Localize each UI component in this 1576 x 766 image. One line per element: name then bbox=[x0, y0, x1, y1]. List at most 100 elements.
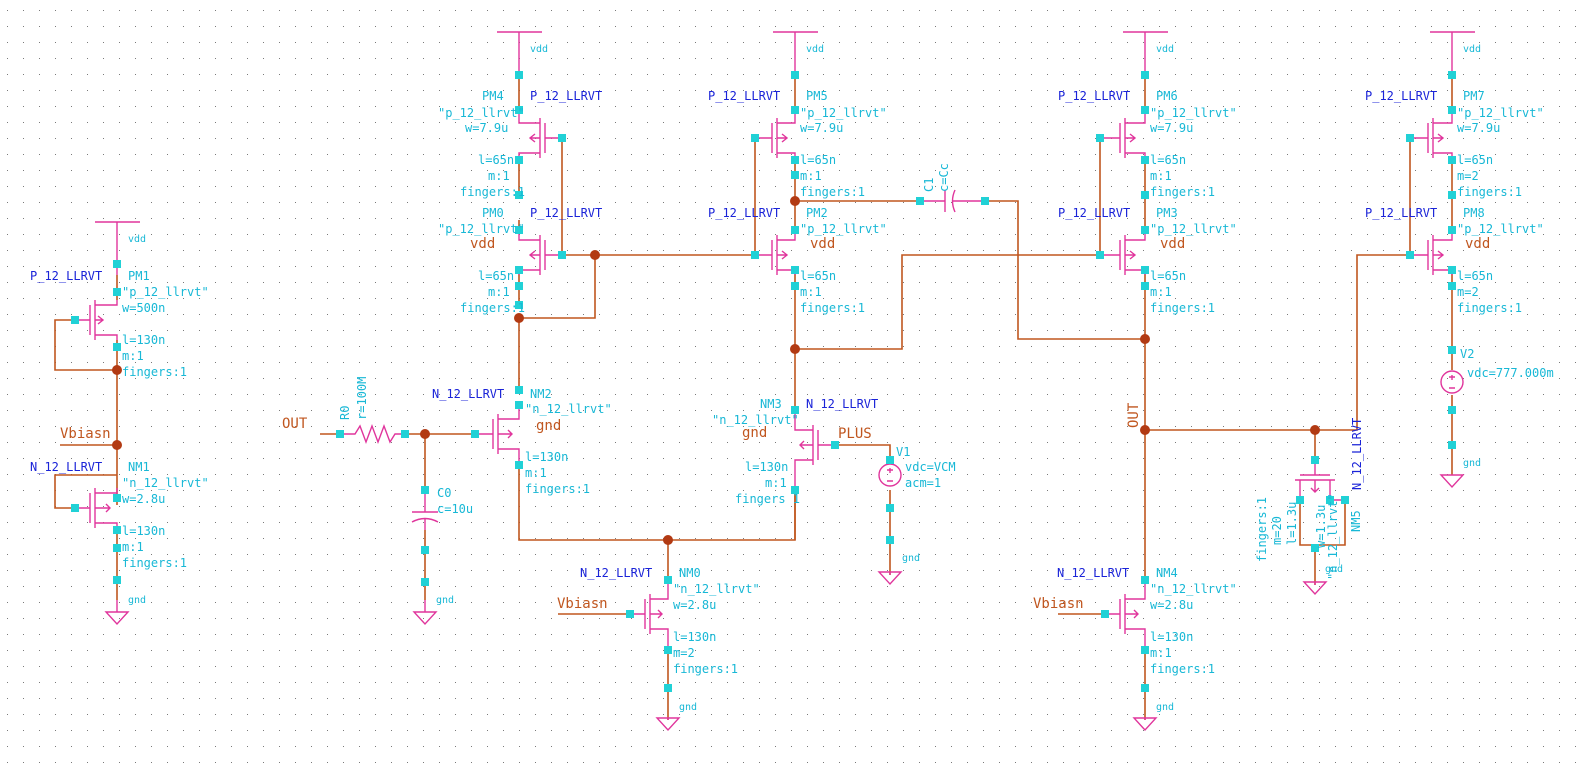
pin-terminal[interactable] bbox=[1448, 266, 1456, 274]
pin-terminal[interactable] bbox=[791, 71, 799, 79]
pin-terminal[interactable] bbox=[1448, 346, 1456, 354]
pin-terminal[interactable] bbox=[1406, 134, 1414, 142]
vdd-net-label: vdd bbox=[1465, 236, 1490, 252]
pin-terminal[interactable] bbox=[1311, 544, 1319, 552]
pin-terminal[interactable] bbox=[515, 156, 523, 164]
pin-terminal[interactable] bbox=[558, 251, 566, 259]
pin-terminal[interactable] bbox=[113, 260, 121, 268]
pin-terminal[interactable] bbox=[471, 430, 479, 438]
pin-terminal[interactable] bbox=[791, 106, 799, 114]
cell-label: "p_12_llrvt" bbox=[438, 222, 525, 236]
pin-terminal[interactable] bbox=[113, 288, 121, 296]
pin-terminal[interactable] bbox=[515, 106, 523, 114]
fingers-label: fingers:1 bbox=[1457, 301, 1522, 315]
pm4-symbol bbox=[518, 110, 562, 160]
pin-terminal[interactable] bbox=[664, 576, 672, 584]
pin-terminal[interactable] bbox=[1096, 134, 1104, 142]
pin-terminal[interactable] bbox=[421, 486, 429, 494]
pin-terminal[interactable] bbox=[886, 456, 894, 464]
pin-terminal[interactable] bbox=[791, 266, 799, 274]
pin-terminal[interactable] bbox=[1141, 266, 1149, 274]
pin-terminal[interactable] bbox=[664, 684, 672, 692]
pin-terminal[interactable] bbox=[664, 646, 672, 654]
pin-terminal[interactable] bbox=[1448, 71, 1456, 79]
width-label: w=2.8u bbox=[1150, 598, 1193, 612]
pin-terminal[interactable] bbox=[1141, 191, 1149, 199]
pin-terminal[interactable] bbox=[1448, 406, 1456, 414]
pin-terminal[interactable] bbox=[1296, 496, 1304, 504]
pin-terminal[interactable] bbox=[1141, 684, 1149, 692]
pin-terminal[interactable] bbox=[791, 282, 799, 290]
pin-terminal[interactable] bbox=[791, 156, 799, 164]
pin-terminal[interactable] bbox=[981, 197, 989, 205]
pin-terminal[interactable] bbox=[1448, 282, 1456, 290]
fingers-label: fingers:1 bbox=[800, 301, 865, 315]
v1-label: V1 bbox=[896, 445, 910, 459]
pin-terminal[interactable] bbox=[1141, 646, 1149, 654]
pin-terminal[interactable] bbox=[71, 504, 79, 512]
pin-terminal[interactable] bbox=[515, 71, 523, 79]
pin-terminal[interactable] bbox=[751, 134, 759, 142]
pin-terminal[interactable] bbox=[421, 546, 429, 554]
pin-terminal[interactable] bbox=[515, 301, 523, 309]
pin-terminal[interactable] bbox=[515, 226, 523, 234]
pin-terminal[interactable] bbox=[791, 226, 799, 234]
pin-terminal[interactable] bbox=[791, 171, 799, 179]
v2-label: V2 bbox=[1460, 347, 1474, 361]
pin-terminal[interactable] bbox=[558, 134, 566, 142]
pin-terminal[interactable] bbox=[916, 197, 924, 205]
pin-terminal[interactable] bbox=[886, 536, 894, 544]
pin-terminal[interactable] bbox=[1448, 191, 1456, 199]
pin-terminal[interactable] bbox=[113, 544, 121, 552]
pin-terminal[interactable] bbox=[1141, 156, 1149, 164]
pin-terminal[interactable] bbox=[886, 504, 894, 512]
pin-terminal[interactable] bbox=[113, 576, 121, 584]
pin-terminal[interactable] bbox=[1141, 282, 1149, 290]
vdd-symbol bbox=[1123, 31, 1168, 75]
pin-terminal[interactable] bbox=[1448, 156, 1456, 164]
pin-terminal[interactable] bbox=[515, 191, 523, 199]
length-label: l=65n bbox=[1150, 269, 1186, 283]
pin-terminal[interactable] bbox=[515, 266, 523, 274]
cell-label: "p_12_llrvt" bbox=[800, 106, 887, 120]
pin-terminal[interactable] bbox=[1311, 456, 1319, 464]
pin-terminal[interactable] bbox=[831, 441, 839, 449]
pin-terminal[interactable] bbox=[113, 494, 121, 502]
ground-symbol bbox=[412, 600, 438, 626]
pin-terminal[interactable] bbox=[1326, 496, 1334, 504]
pin-terminal[interactable] bbox=[1141, 71, 1149, 79]
pin-terminal[interactable] bbox=[791, 406, 799, 414]
pin-terminal[interactable] bbox=[1406, 251, 1414, 259]
model-label: P_12_LLRVT bbox=[1058, 89, 1130, 103]
pin-terminal[interactable] bbox=[515, 386, 523, 394]
cell-label: "n_12_llrvt" bbox=[122, 476, 209, 490]
pin-terminal[interactable] bbox=[515, 282, 523, 290]
gnd-label: gnd bbox=[436, 595, 454, 606]
pin-terminal[interactable] bbox=[1448, 441, 1456, 449]
pin-terminal[interactable] bbox=[515, 461, 523, 469]
length-label: l=1.3u bbox=[1285, 502, 1299, 545]
pin-terminal[interactable] bbox=[1448, 106, 1456, 114]
pin-terminal[interactable] bbox=[1141, 576, 1149, 584]
pin-terminal[interactable] bbox=[113, 526, 121, 534]
pin-terminal[interactable] bbox=[791, 486, 799, 494]
pin-terminal[interactable] bbox=[71, 316, 79, 324]
pin-terminal[interactable] bbox=[1141, 106, 1149, 114]
pin-terminal[interactable] bbox=[401, 430, 409, 438]
pin-terminal[interactable] bbox=[336, 430, 344, 438]
multiplier-label: m=2 bbox=[673, 646, 695, 660]
pin-terminal[interactable] bbox=[626, 610, 634, 618]
width-label: w=7.9u bbox=[800, 121, 843, 135]
pin-terminal[interactable] bbox=[421, 578, 429, 586]
pin-terminal[interactable] bbox=[1101, 610, 1109, 618]
ground-symbol bbox=[104, 600, 130, 626]
pin-terminal[interactable] bbox=[515, 401, 523, 409]
pin-terminal[interactable] bbox=[1141, 226, 1149, 234]
pin-terminal[interactable] bbox=[1096, 251, 1104, 259]
pin-terminal[interactable] bbox=[1341, 496, 1349, 504]
cell-label: "p_12_llrvt" bbox=[800, 222, 887, 236]
pin-terminal[interactable] bbox=[113, 343, 121, 351]
pin-terminal[interactable] bbox=[1448, 226, 1456, 234]
pin-terminal[interactable] bbox=[751, 251, 759, 259]
